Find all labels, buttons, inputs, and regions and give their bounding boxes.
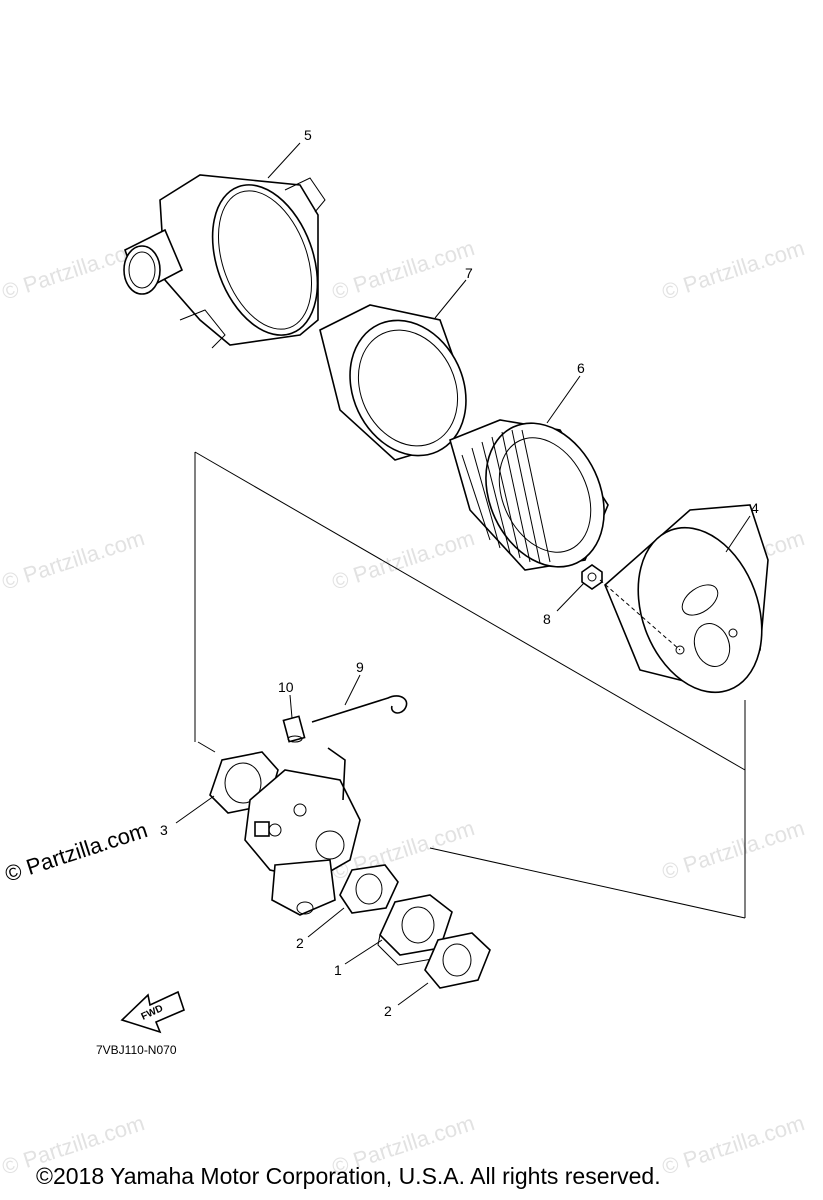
part-8-nut: [581, 564, 681, 651]
callout-8: 8: [543, 611, 551, 627]
part-2-gasket-upper: [339, 864, 399, 914]
assembly-outline: [194, 451, 746, 919]
part-callouts: 5 7 6 4 8 9 10 3 2 1 2: [160, 127, 759, 1019]
callout-3: 3: [160, 822, 168, 838]
part-6-filter-element: [449, 419, 609, 571]
part-7-foam-element: [319, 304, 467, 461]
callout-1: 1: [334, 962, 342, 978]
callout-4: 4: [751, 500, 759, 516]
watermark-text: © Partzilla.com: [659, 1110, 808, 1180]
watermark-text: © Partzilla.com: [329, 235, 478, 305]
callout-7: 7: [465, 265, 473, 281]
watermark-text: © Partzilla.com: [659, 815, 808, 885]
fwd-arrow-icon: FWD: [120, 990, 185, 1034]
callout-10: 10: [278, 679, 294, 695]
watermark-prominent: © Partzilla.com: [2, 817, 151, 887]
callout-6: 6: [577, 360, 585, 376]
callout-2-lower: 2: [384, 1003, 392, 1019]
callout-5: 5: [304, 127, 312, 143]
callout-2-upper: 2: [296, 935, 304, 951]
watermark-text: © Partzilla.com: [0, 525, 148, 595]
watermark-text: © Partzilla.com: [659, 235, 808, 305]
leader-lines: [175, 142, 751, 1006]
part-9-rod: [311, 695, 408, 723]
part-10-sleeve: [282, 715, 306, 743]
copyright-footer: ©2018 Yamaha Motor Corporation, U.S.A. A…: [36, 1163, 661, 1189]
callout-9: 9: [356, 659, 364, 675]
part-5-air-cleaner-case: [123, 174, 326, 349]
part-4-air-cleaner-base: [604, 504, 769, 694]
watermark-text: © Partzilla.com: [329, 525, 478, 595]
diagram-code: 7VBJ110-N070: [96, 1043, 177, 1057]
part-2-gasket-lower: [424, 932, 491, 989]
carburetor-assembly: [244, 747, 361, 916]
